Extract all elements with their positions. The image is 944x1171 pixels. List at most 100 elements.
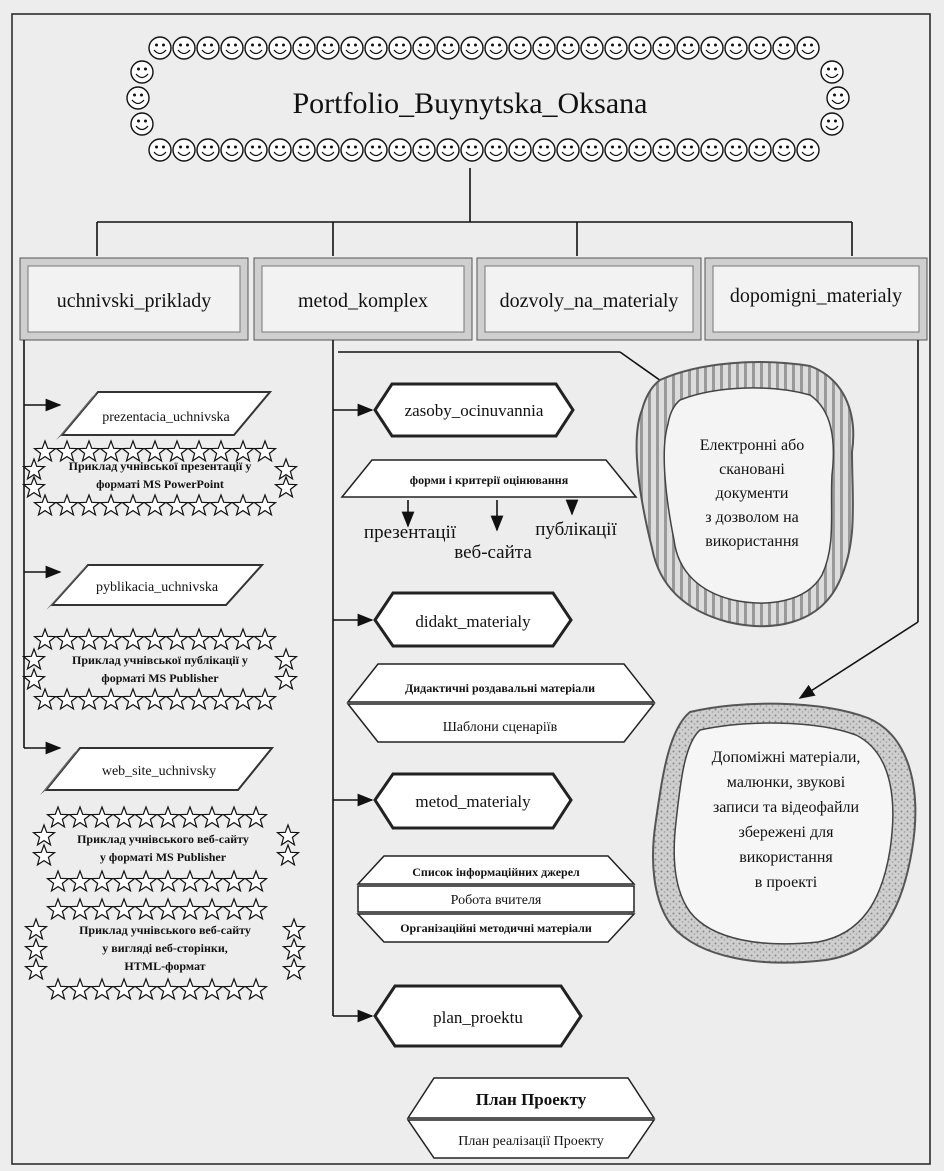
star-icon (221, 805, 247, 829)
star-icon (221, 977, 247, 1001)
star-icon (23, 917, 49, 941)
star-icon (186, 687, 212, 711)
star-icon (98, 687, 124, 711)
portfolio-title: Portfolio_Buynytska_Oksana (293, 87, 648, 120)
smiley-icon (652, 138, 676, 162)
method-item-zasoby[interactable]: zasoby_ocinuvannia (373, 382, 575, 438)
star-icon (208, 439, 234, 463)
star-icon (164, 627, 190, 651)
star-icon (273, 667, 299, 691)
category-dozvoly-na-materialy[interactable]: dozvoly_na_materialy (476, 257, 702, 341)
student-item-web-site[interactable]: web_site_uchnivsky (40, 747, 275, 795)
star-icon (164, 439, 190, 463)
star-icon (76, 493, 102, 517)
star-icon (275, 843, 301, 867)
star-icon (164, 687, 190, 711)
star-icon (199, 897, 225, 921)
star-icon (281, 917, 307, 941)
smiley-icon (268, 138, 292, 162)
category-label: uchnivski_priklady (57, 290, 211, 312)
category-label: dopomigni_materialy (730, 285, 902, 307)
smiley-icon (628, 138, 652, 162)
assessment-criteria-banner: форми і критерії оцінювання (340, 459, 638, 498)
smiley-icon (820, 60, 844, 84)
item-label: prezentacia_uchnivska (102, 410, 230, 425)
star-icon (32, 627, 58, 651)
star-icon (186, 439, 212, 463)
smiley-icon (700, 36, 724, 60)
star-icon (177, 805, 203, 829)
methodical-sub-1: Список інформаційних джерел (412, 865, 580, 879)
star-icon (31, 843, 57, 867)
student-item-pyblikacia[interactable]: pyblikacia_uchnivska (46, 564, 265, 610)
smiley-icon (826, 86, 850, 110)
smiley-icon (676, 36, 700, 60)
method-item-metod[interactable]: metod_materialy (373, 772, 573, 830)
kind-website: веб-сайта (454, 542, 532, 563)
star-icon (230, 493, 256, 517)
smiley-icon (436, 138, 460, 162)
category-uchnivski-priklady[interactable]: uchnivski_priklady (19, 257, 249, 341)
kind-publication: публікації (535, 519, 617, 540)
star-icon (76, 439, 102, 463)
smiley-icon (388, 138, 412, 162)
star-icon (32, 493, 58, 517)
permissions-line: Електронні або (700, 437, 804, 454)
permissions-blob: Електронні або скановані документи з доз… (635, 361, 855, 628)
star-icon (273, 457, 299, 481)
smiley-icon (724, 36, 748, 60)
star-icon (89, 977, 115, 1001)
category-metod-komplex[interactable]: metod_komplex (253, 257, 473, 341)
smiley-icon (388, 36, 412, 60)
star-icon (98, 439, 124, 463)
smiley-icon (340, 138, 364, 162)
smiley-icon (340, 36, 364, 60)
method-item-plan[interactable]: plan_proektu (373, 984, 583, 1048)
star-icon (67, 897, 93, 921)
category-dopomigni-materialy[interactable]: dopomigni_materialy (704, 257, 928, 341)
star-icon (67, 805, 93, 829)
star-icon (54, 493, 80, 517)
smiley-icon (508, 138, 532, 162)
star-desc-line: Приклад учнівського веб-сайту (79, 923, 251, 937)
star-icon (45, 869, 71, 893)
star-icon (142, 439, 168, 463)
star-icon (89, 869, 115, 893)
star-icon (177, 897, 203, 921)
methodical-sub-3: Організаційні методичні матеріали (400, 921, 592, 935)
star-icon (230, 687, 256, 711)
smiley-icon (460, 36, 484, 60)
method-item-didakt[interactable]: didakt_materialy (373, 591, 573, 648)
category-label: metod_komplex (298, 290, 428, 312)
star-icon (275, 823, 301, 847)
smiley-icon (292, 138, 316, 162)
auxiliary-line: малюнки, звукові (727, 774, 846, 791)
star-icon (21, 647, 47, 671)
smiley-icon (724, 138, 748, 162)
didactic-sub-2: Шаблони сценаріїв (443, 720, 558, 735)
item-label: plan_proektu (433, 1008, 523, 1027)
star-icon (76, 687, 102, 711)
star-icon (230, 439, 256, 463)
smiley-icon (652, 36, 676, 60)
student-item-prezentacia[interactable]: prezentacia_uchnivska (56, 391, 273, 440)
star-icon (221, 897, 247, 921)
smiley-icon (748, 138, 772, 162)
star-icon (230, 627, 256, 651)
smiley-icon (220, 138, 244, 162)
smiley-icon (556, 36, 580, 60)
smiley-icon (316, 36, 340, 60)
smiley-icon (364, 138, 388, 162)
permissions-line: скановані (719, 461, 785, 478)
smiley-icon (130, 60, 154, 84)
star-icon (155, 977, 181, 1001)
star-icon (111, 869, 137, 893)
smiley-icon (772, 36, 796, 60)
star-icon (111, 805, 137, 829)
kind-presentation: презентації (364, 522, 457, 543)
smiley-icon (556, 138, 580, 162)
smiley-icon (148, 36, 172, 60)
smiley-icon (292, 36, 316, 60)
star-icon (208, 687, 234, 711)
